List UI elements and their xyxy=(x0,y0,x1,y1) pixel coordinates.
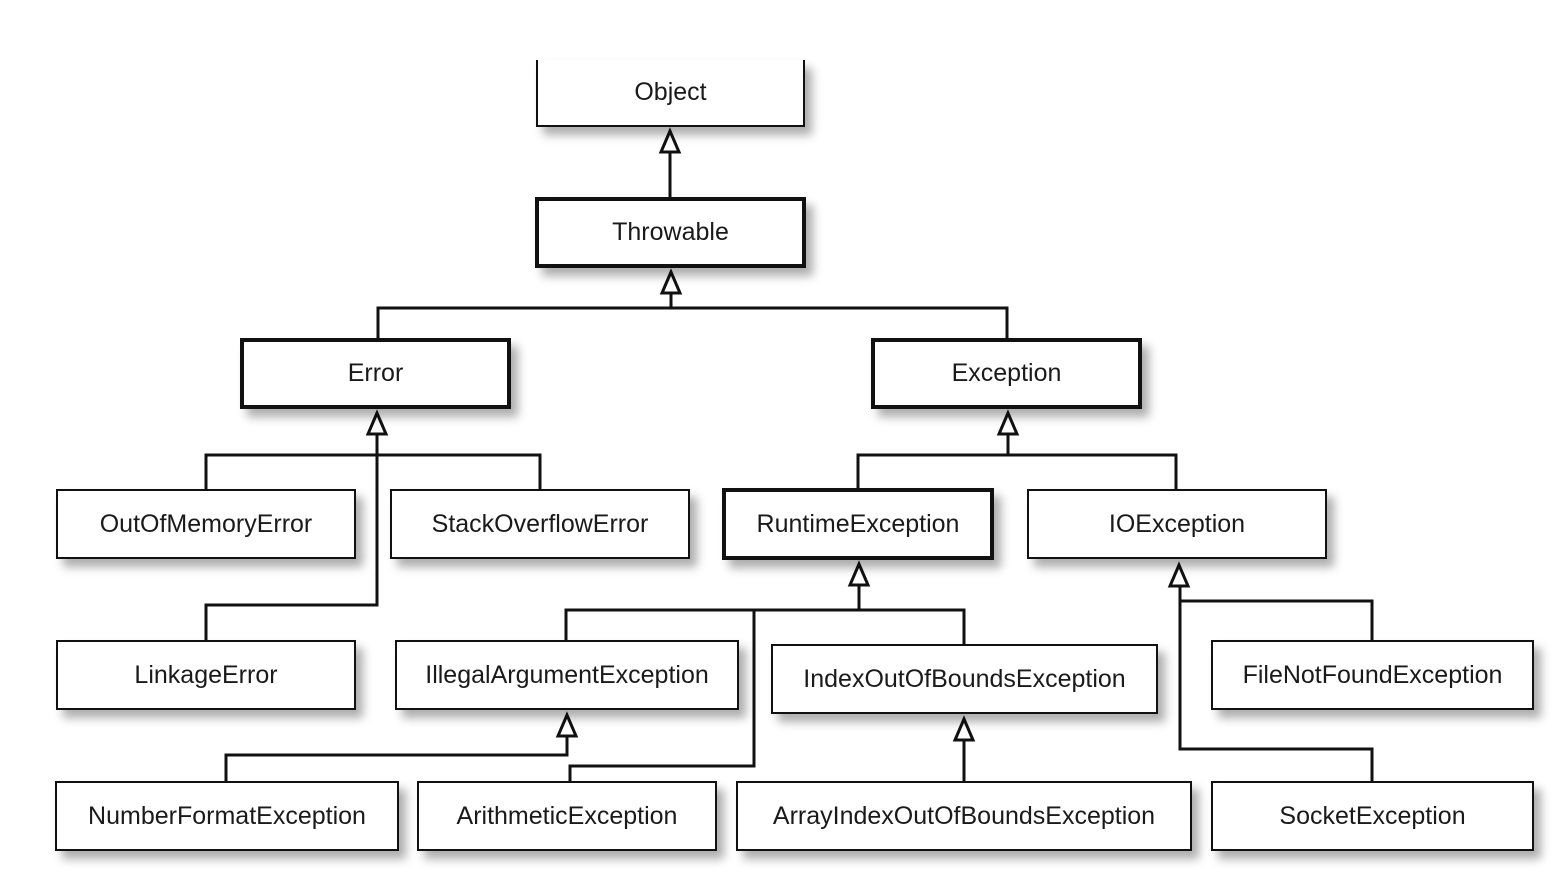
class-out-of-memory-error-label: OutOfMemoryError xyxy=(99,509,313,538)
class-exception-label: Exception xyxy=(951,359,1062,387)
edge-numberformat-illegalarg xyxy=(224,736,569,781)
class-exception: Exception xyxy=(871,338,1142,409)
class-stack-overflow-error-label: StackOverflowError xyxy=(431,509,649,538)
arrowhead-indexoob xyxy=(952,715,976,742)
class-object: Object xyxy=(536,60,805,127)
edge-exception-throwable xyxy=(671,306,1009,338)
arrowhead-io-exception xyxy=(1167,561,1191,588)
class-illegal-argument-exception-label: IllegalArgumentException xyxy=(425,660,709,689)
class-array-index-out-of-bounds-exception: ArrayIndexOutOfBoundsException xyxy=(736,781,1192,851)
arrowhead-object xyxy=(658,127,682,154)
class-number-format-exception: NumberFormatException xyxy=(55,781,399,851)
class-throwable-label: Throwable xyxy=(612,218,729,246)
class-arithmetic-exception-label: ArithmeticException xyxy=(456,801,678,830)
edge-so-error xyxy=(377,453,542,489)
class-object-label: Object xyxy=(634,78,707,106)
arrowhead-throwable xyxy=(659,268,683,295)
class-runtime-exception: RuntimeException xyxy=(722,488,994,560)
edge-io-exception xyxy=(1008,453,1178,489)
class-runtime-exception-label: RuntimeException xyxy=(756,509,960,538)
class-illegal-argument-exception: IllegalArgumentException xyxy=(395,640,739,710)
class-error: Error xyxy=(240,338,511,409)
class-linkage-error-label: LinkageError xyxy=(134,660,278,689)
class-file-not-found-exception-label: FileNotFoundException xyxy=(1242,660,1503,689)
class-error-label: Error xyxy=(347,359,404,387)
class-io-exception: IOException xyxy=(1027,489,1327,559)
edge-oom-error xyxy=(204,453,377,489)
class-out-of-memory-error: OutOfMemoryError xyxy=(56,489,356,559)
class-stack-overflow-error: StackOverflowError xyxy=(390,489,690,559)
edge-socket-io xyxy=(1178,601,1374,781)
edge-indexoob-runtime xyxy=(859,608,966,644)
edge-illegalarg-runtime xyxy=(564,585,861,640)
class-linkage-error: LinkageError xyxy=(56,640,356,710)
class-index-out-of-bounds-exception-label: IndexOutOfBoundsException xyxy=(803,664,1126,693)
class-arithmetic-exception: ArithmeticException xyxy=(417,781,717,851)
arrowhead-runtime-exception xyxy=(847,560,871,587)
class-number-format-exception-label: NumberFormatException xyxy=(88,801,366,830)
class-socket-exception: SocketException xyxy=(1211,781,1534,851)
class-throwable: Throwable xyxy=(535,197,806,268)
class-index-out-of-bounds-exception: IndexOutOfBoundsException xyxy=(771,644,1158,714)
edge-error-throwable xyxy=(376,293,673,338)
arrowhead-exception xyxy=(996,409,1020,436)
arrowhead-error xyxy=(365,409,389,436)
edge-linkage-error xyxy=(204,434,379,640)
edge-runtime-exception xyxy=(856,434,1010,489)
class-file-not-found-exception: FileNotFoundException xyxy=(1211,640,1534,710)
edge-arithmetic-runtime xyxy=(568,610,756,781)
arrowhead-illegalarg xyxy=(555,711,579,738)
class-array-index-out-of-bounds-exception-label: ArrayIndexOutOfBoundsException xyxy=(772,801,1156,830)
class-io-exception-label: IOException xyxy=(1108,509,1246,538)
edge-filenotfound-io xyxy=(1178,586,1374,640)
class-socket-exception-label: SocketException xyxy=(1279,801,1466,830)
